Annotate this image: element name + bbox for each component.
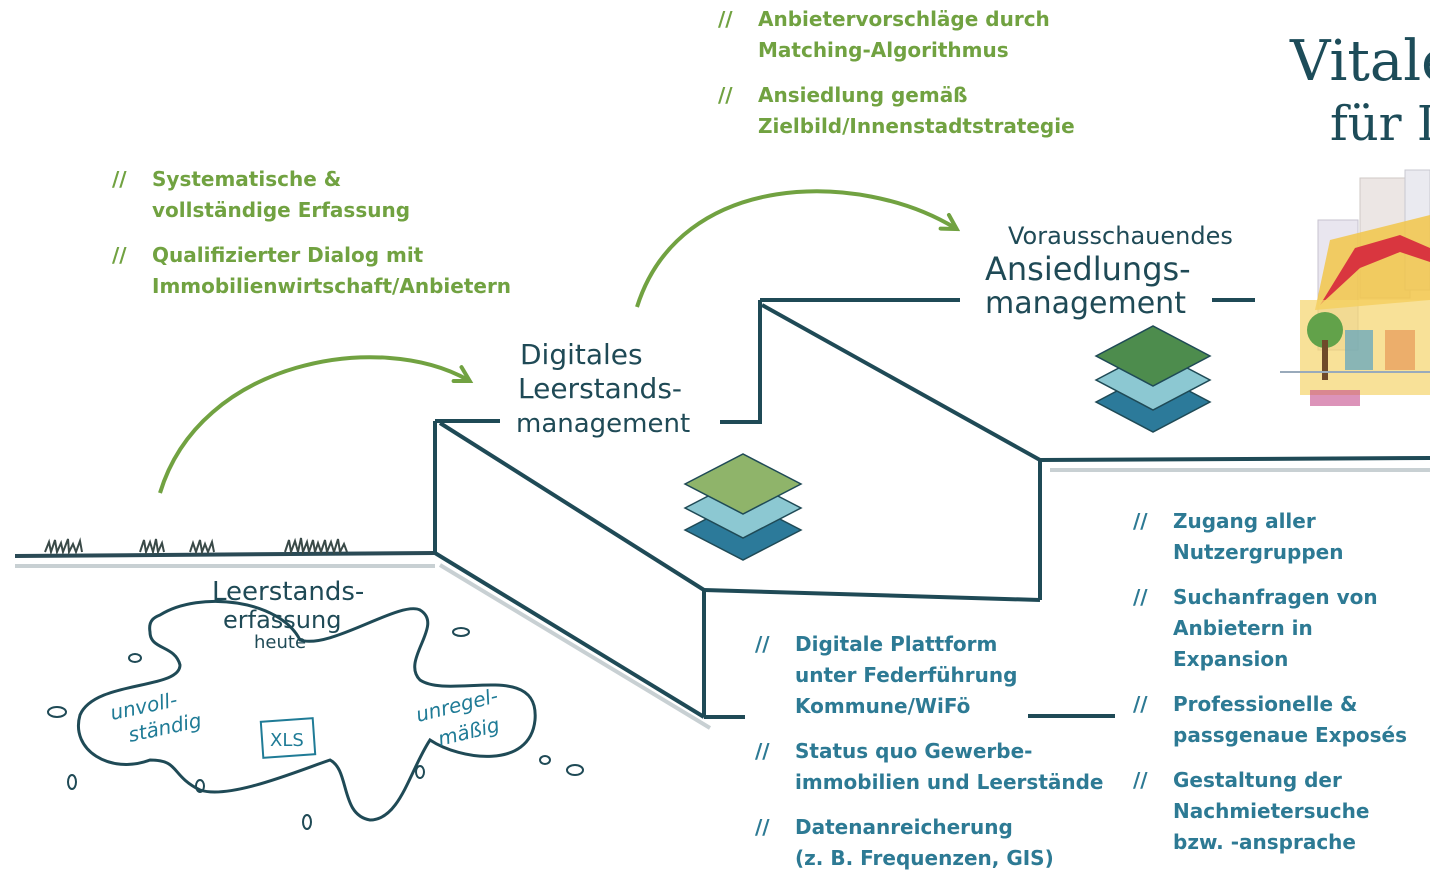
bullet-marker: // bbox=[755, 815, 770, 839]
bullet-marker: // bbox=[112, 243, 127, 267]
step-one-label-line3: management bbox=[516, 409, 690, 439]
list-item: // Systematische & vollständige Erfassung bbox=[112, 164, 511, 226]
bullet-marker: // bbox=[755, 739, 770, 763]
list-item: // Professionelle & passgenaue Exposés bbox=[1133, 689, 1430, 751]
bullet-marker: // bbox=[1133, 768, 1148, 792]
ground-label-line2: erfassung bbox=[223, 606, 341, 634]
bullet-marker: // bbox=[1133, 585, 1148, 609]
top-bullet-list: // Anbietervorschläge durch Matching-Algo… bbox=[718, 4, 1075, 156]
step-one bbox=[433, 419, 1041, 719]
bullet-marker: // bbox=[718, 7, 733, 31]
bullet-marker: // bbox=[1133, 692, 1148, 716]
step-one-label-line1: Digitales bbox=[520, 338, 643, 371]
bullet-text: Professionelle & passgenaue Exposés bbox=[1173, 692, 1407, 747]
ground-label-line1: Leerstands- bbox=[212, 577, 364, 607]
city-illustration bbox=[1280, 169, 1430, 406]
list-item: // Ansiedlung gemäß Zielbild/Innenstadtst… bbox=[718, 80, 1075, 142]
bullet-text: Zugang aller Nutzergruppen bbox=[1173, 509, 1344, 564]
step-two-label-line1: Vorausschauendes bbox=[1008, 222, 1233, 250]
middle-bullet-list: // Digitale Plattform unter Federführung … bbox=[755, 629, 1104, 888]
bullet-marker: // bbox=[112, 167, 127, 191]
step-two bbox=[758, 298, 1430, 718]
title-line2: für I bbox=[1330, 96, 1430, 152]
list-item: // Anbietervorschläge durch Matching-Algo… bbox=[718, 4, 1075, 66]
list-item: // Datenanreicherung (z. B. Frequenzen, G… bbox=[755, 812, 1104, 874]
puddle-drops bbox=[47, 627, 584, 830]
title-line1: Vitale bbox=[1289, 29, 1430, 94]
step-two-label-line3: management bbox=[985, 286, 1186, 321]
bullet-marker: // bbox=[755, 632, 770, 656]
list-item: // Zugang aller Nutzergruppen bbox=[1133, 506, 1430, 568]
ground-label: Leerstands- erfassung heute bbox=[212, 577, 364, 653]
bullet-text: Gestaltung der Nachmietersuche bzw. -ans… bbox=[1173, 768, 1370, 854]
ground-label-line3: heute bbox=[254, 632, 306, 653]
bullet-text: Status quo Gewerbe- immobilien und Leers… bbox=[795, 739, 1104, 794]
arrow-to-step-two bbox=[635, 189, 961, 308]
puddle-notes: unvoll- ständig XLS unregel- mäßig bbox=[108, 683, 502, 759]
bullet-text: Suchanfragen von Anbietern in Expansion bbox=[1173, 585, 1378, 671]
left-bullet-list: // Systematische & vollständige Erfassung… bbox=[112, 164, 511, 316]
grass-icon bbox=[44, 537, 348, 556]
bullet-text: Qualifizierter Dialog mit Immobilienwirt… bbox=[152, 243, 512, 298]
puddle-outline bbox=[77, 599, 537, 822]
bullet-text: Systematische & vollständige Erfassung bbox=[152, 167, 411, 222]
bullet-text: Ansiedlung gemäß Zielbild/Innenstadtstra… bbox=[758, 83, 1075, 138]
layers-icon-step-two bbox=[1094, 325, 1212, 433]
list-item: // Qualifizierter Dialog mit Immobilienwi… bbox=[112, 240, 511, 302]
layers-icon-step-one bbox=[683, 453, 803, 561]
right-bullet-list: // Zugang aller Nutzergruppen // Suchanfra… bbox=[1133, 506, 1430, 872]
list-item: // Suchanfragen von Anbietern in Expansio… bbox=[1133, 582, 1430, 675]
arrow-to-step-one bbox=[158, 355, 474, 494]
list-item: // Digitale Plattform unter Federführung … bbox=[755, 629, 1104, 722]
step-one-label-line2: Leerstands- bbox=[518, 372, 682, 405]
bullet-text: Datenanreicherung (z. B. Frequenzen, GIS… bbox=[795, 815, 1054, 870]
bullet-text: Anbietervorschläge durch Matching-Algori… bbox=[758, 7, 1050, 62]
xls-file-icon bbox=[259, 717, 317, 759]
ground-line bbox=[14, 551, 436, 558]
bullet-text: Digitale Plattform unter Federführung Ko… bbox=[795, 632, 1018, 718]
step-two-label: Vorausschauendes Ansiedlungs- management bbox=[985, 222, 1233, 321]
step-one-label: Digitales Leerstands- management bbox=[516, 338, 690, 439]
bullet-marker: // bbox=[718, 83, 733, 107]
puddle-note-xls: XLS bbox=[270, 730, 304, 751]
list-item: // Status quo Gewerbe- immobilien und Lee… bbox=[755, 736, 1104, 798]
bullet-marker: // bbox=[1133, 509, 1148, 533]
step-one-shadow bbox=[438, 563, 712, 730]
step-two-label-line2: Ansiedlungs- bbox=[985, 250, 1191, 288]
page-title-partial: Vitale für I bbox=[1289, 29, 1430, 152]
list-item: // Gestaltung der Nachmietersuche bzw. -a… bbox=[1133, 765, 1430, 858]
